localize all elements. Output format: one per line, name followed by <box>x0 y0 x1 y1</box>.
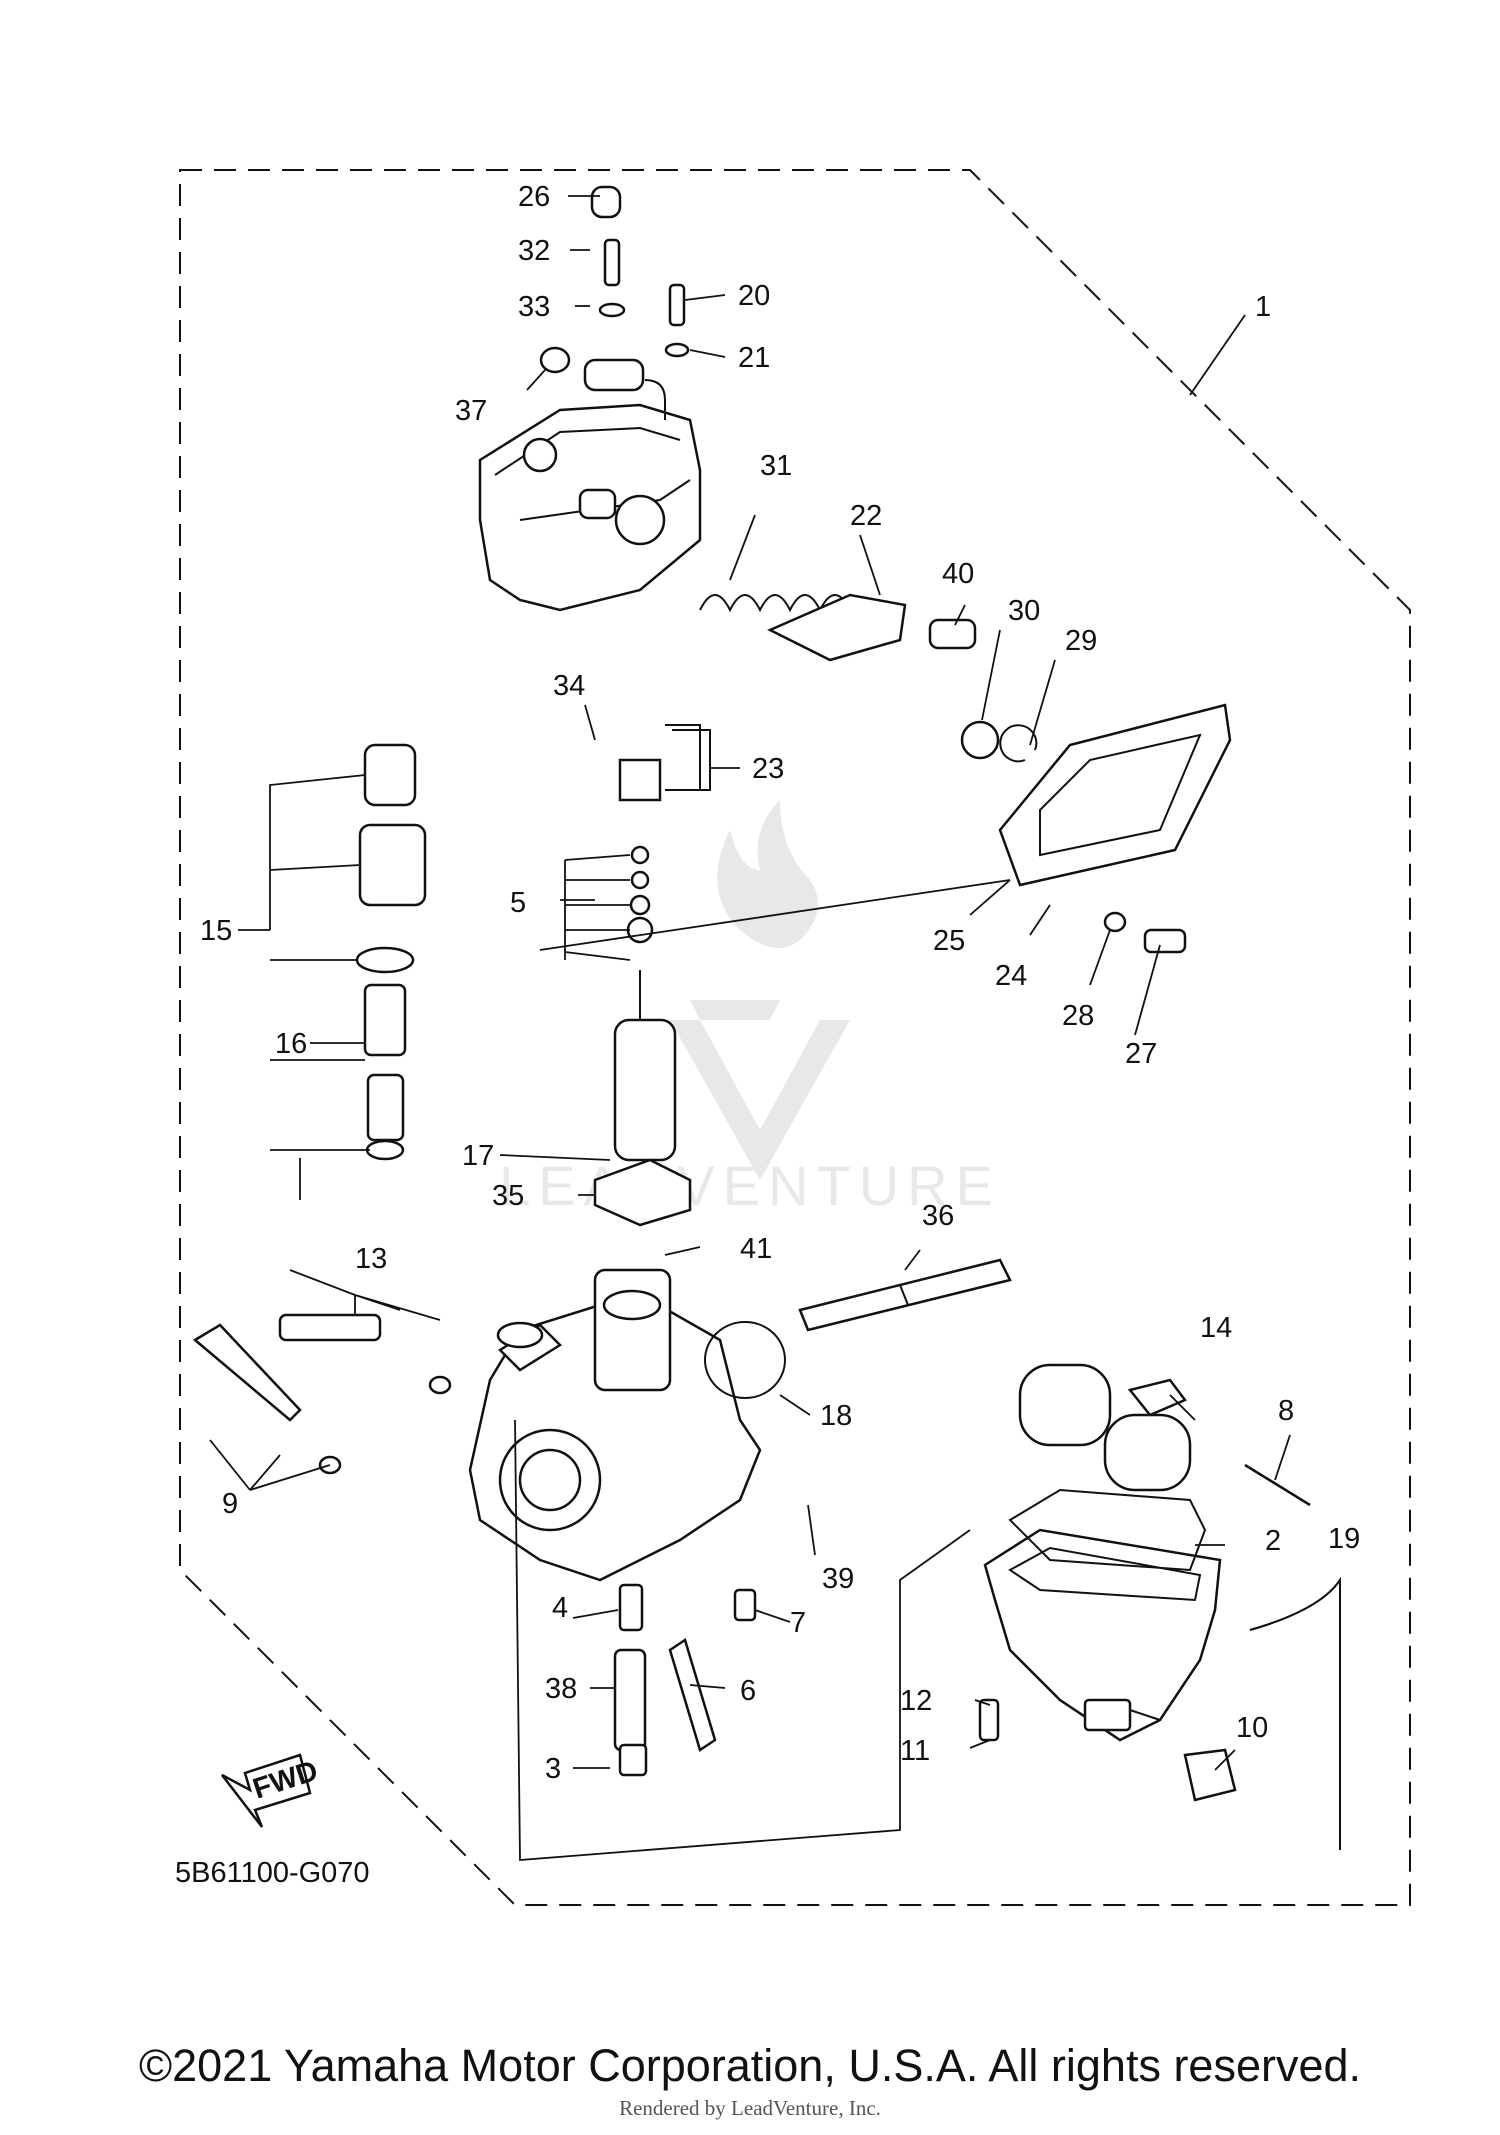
callout-10: 10 <box>1236 1712 1268 1744</box>
callout-13: 13 <box>355 1243 387 1275</box>
fwd-direction-arrow: FWD <box>221 1753 322 1828</box>
rendered-by-credit: Rendered by LeadVenture, Inc. <box>619 2096 881 2120</box>
callout-12: 12 <box>900 1685 932 1717</box>
callout-26: 26 <box>518 181 550 213</box>
callout-19: 19 <box>1328 1523 1360 1555</box>
float-bowl-gasket <box>1008 1488 1207 1572</box>
float-pin <box>1244 1463 1311 1507</box>
leadventure-watermark-logo: LEADVENTURE <box>499 800 1001 1217</box>
callout-38: 38 <box>545 1673 577 1705</box>
idle-screw-assembly <box>355 743 427 1161</box>
callout-18: 18 <box>820 1400 852 1432</box>
callout-34: 34 <box>553 670 585 702</box>
throttle-lever <box>767 593 907 662</box>
callout-21: 21 <box>738 342 770 374</box>
callout-8: 8 <box>1278 1395 1294 1427</box>
callout-35: 35 <box>492 1180 524 1212</box>
callout-39: 39 <box>822 1563 854 1595</box>
diagram-code: 5B61100-G070 <box>175 1857 370 1889</box>
top-screws <box>539 185 690 374</box>
callout-33: 33 <box>518 291 550 323</box>
cover-gasket <box>998 703 1232 887</box>
clip-wire <box>672 729 711 791</box>
lever-screw <box>928 618 977 650</box>
top-cover-body <box>478 358 702 612</box>
callout-24: 24 <box>995 960 1027 992</box>
callout-labels: 1 2 3 4 5 6 7 8 9 10 11 12 13 14 15 16 1… <box>200 181 1360 1785</box>
callout-30: 30 <box>1008 595 1040 627</box>
callout-9: 9 <box>222 1488 238 1520</box>
callout-4: 4 <box>552 1592 568 1624</box>
callout-7: 7 <box>790 1607 806 1639</box>
callout-41: 41 <box>740 1233 772 1265</box>
callout-16: 16 <box>275 1028 307 1060</box>
callout-31: 31 <box>760 450 792 482</box>
callout-27: 27 <box>1125 1038 1157 1070</box>
callout-2: 2 <box>1265 1525 1281 1557</box>
callout-15: 15 <box>200 915 232 947</box>
callout-22: 22 <box>850 500 882 532</box>
o-ring-large <box>704 1321 786 1399</box>
vent-hose <box>798 1258 1012 1332</box>
callout-29: 29 <box>1065 625 1097 657</box>
callout-20: 20 <box>738 280 770 312</box>
callout-6: 6 <box>740 1675 756 1707</box>
callout-3: 3 <box>545 1753 561 1785</box>
float-bowl <box>983 1528 1222 1742</box>
watermark-text: LEADVENTURE <box>499 1154 1001 1217</box>
copyright-notice: ©2021 Yamaha Motor Corporation, U.S.A. A… <box>138 2040 1362 2091</box>
pilot-air-screw <box>192 1313 452 1475</box>
callout-25: 25 <box>933 925 965 957</box>
callout-11: 11 <box>900 1735 930 1767</box>
float-assembly <box>1018 1363 1192 1492</box>
callout-14: 14 <box>1200 1312 1232 1344</box>
callout-32: 32 <box>518 235 550 267</box>
callout-40: 40 <box>942 558 974 590</box>
slide-gasket <box>593 1158 692 1227</box>
callout-37: 37 <box>455 395 487 427</box>
small-hardware <box>960 720 1187 954</box>
assembly-kit-outline <box>179 169 1411 1906</box>
carburetor-main-body <box>468 1268 762 1582</box>
callout-5: 5 <box>510 887 526 919</box>
callout-36: 36 <box>922 1200 954 1232</box>
callout-17: 17 <box>462 1140 494 1172</box>
return-spring <box>699 594 851 613</box>
callout-1: 1 <box>1255 291 1271 323</box>
callout-23: 23 <box>752 753 784 785</box>
leader-lines <box>209 195 1291 1861</box>
callout-28: 28 <box>1062 1000 1094 1032</box>
